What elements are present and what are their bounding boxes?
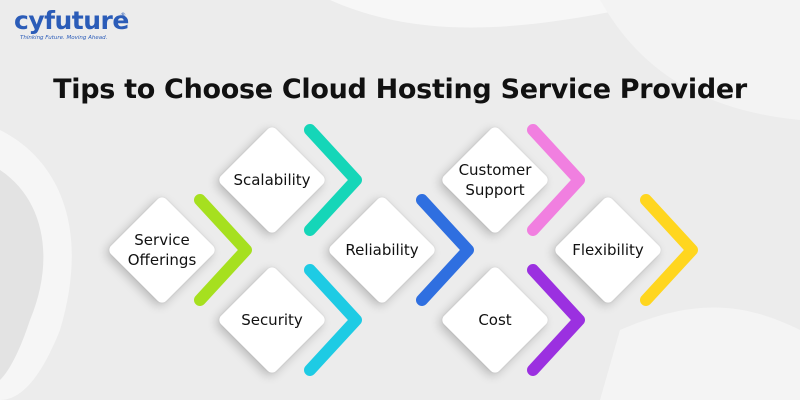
tip-label: Cost: [478, 311, 512, 329]
tip-tile-cost: Cost: [439, 264, 551, 376]
tip-label: Scalability: [233, 171, 311, 189]
brand-logo[interactable]: cyfuture ® Thinking Future. Moving Ahead…: [12, 6, 132, 50]
chevron-cost: [527, 264, 585, 376]
tip-tile-security: Security: [216, 264, 328, 376]
brand-name: cyfuture: [14, 6, 129, 35]
tip-tile-reliability: Reliability: [326, 194, 438, 306]
chevron-security: [304, 264, 362, 376]
chevron-customer-support: [527, 124, 585, 236]
tip-tile-scalability: Scalability: [216, 124, 328, 236]
chevron-service-offerings: [194, 194, 252, 306]
chevron-scalability: [304, 124, 362, 236]
tip-tile-customer-support: Customer Support: [439, 124, 551, 236]
tip-label: Flexibility: [572, 241, 644, 259]
chevron-flexibility: [640, 194, 698, 306]
tip-label: Security: [241, 311, 303, 329]
tip-label: Reliability: [345, 241, 419, 259]
chevron-reliability: [416, 194, 474, 306]
tip-tile-service-offerings: Service Offerings: [106, 194, 218, 306]
tip-label: Service Offerings: [127, 231, 197, 269]
brand-tagline: Thinking Future. Moving Ahead.: [20, 35, 108, 41]
page-title: Tips to Choose Cloud Hosting Service Pro…: [53, 74, 747, 105]
registered-mark: ®: [120, 12, 126, 19]
tip-label: Customer Support: [458, 161, 532, 199]
tip-tile-flexibility: Flexibility: [552, 194, 664, 306]
